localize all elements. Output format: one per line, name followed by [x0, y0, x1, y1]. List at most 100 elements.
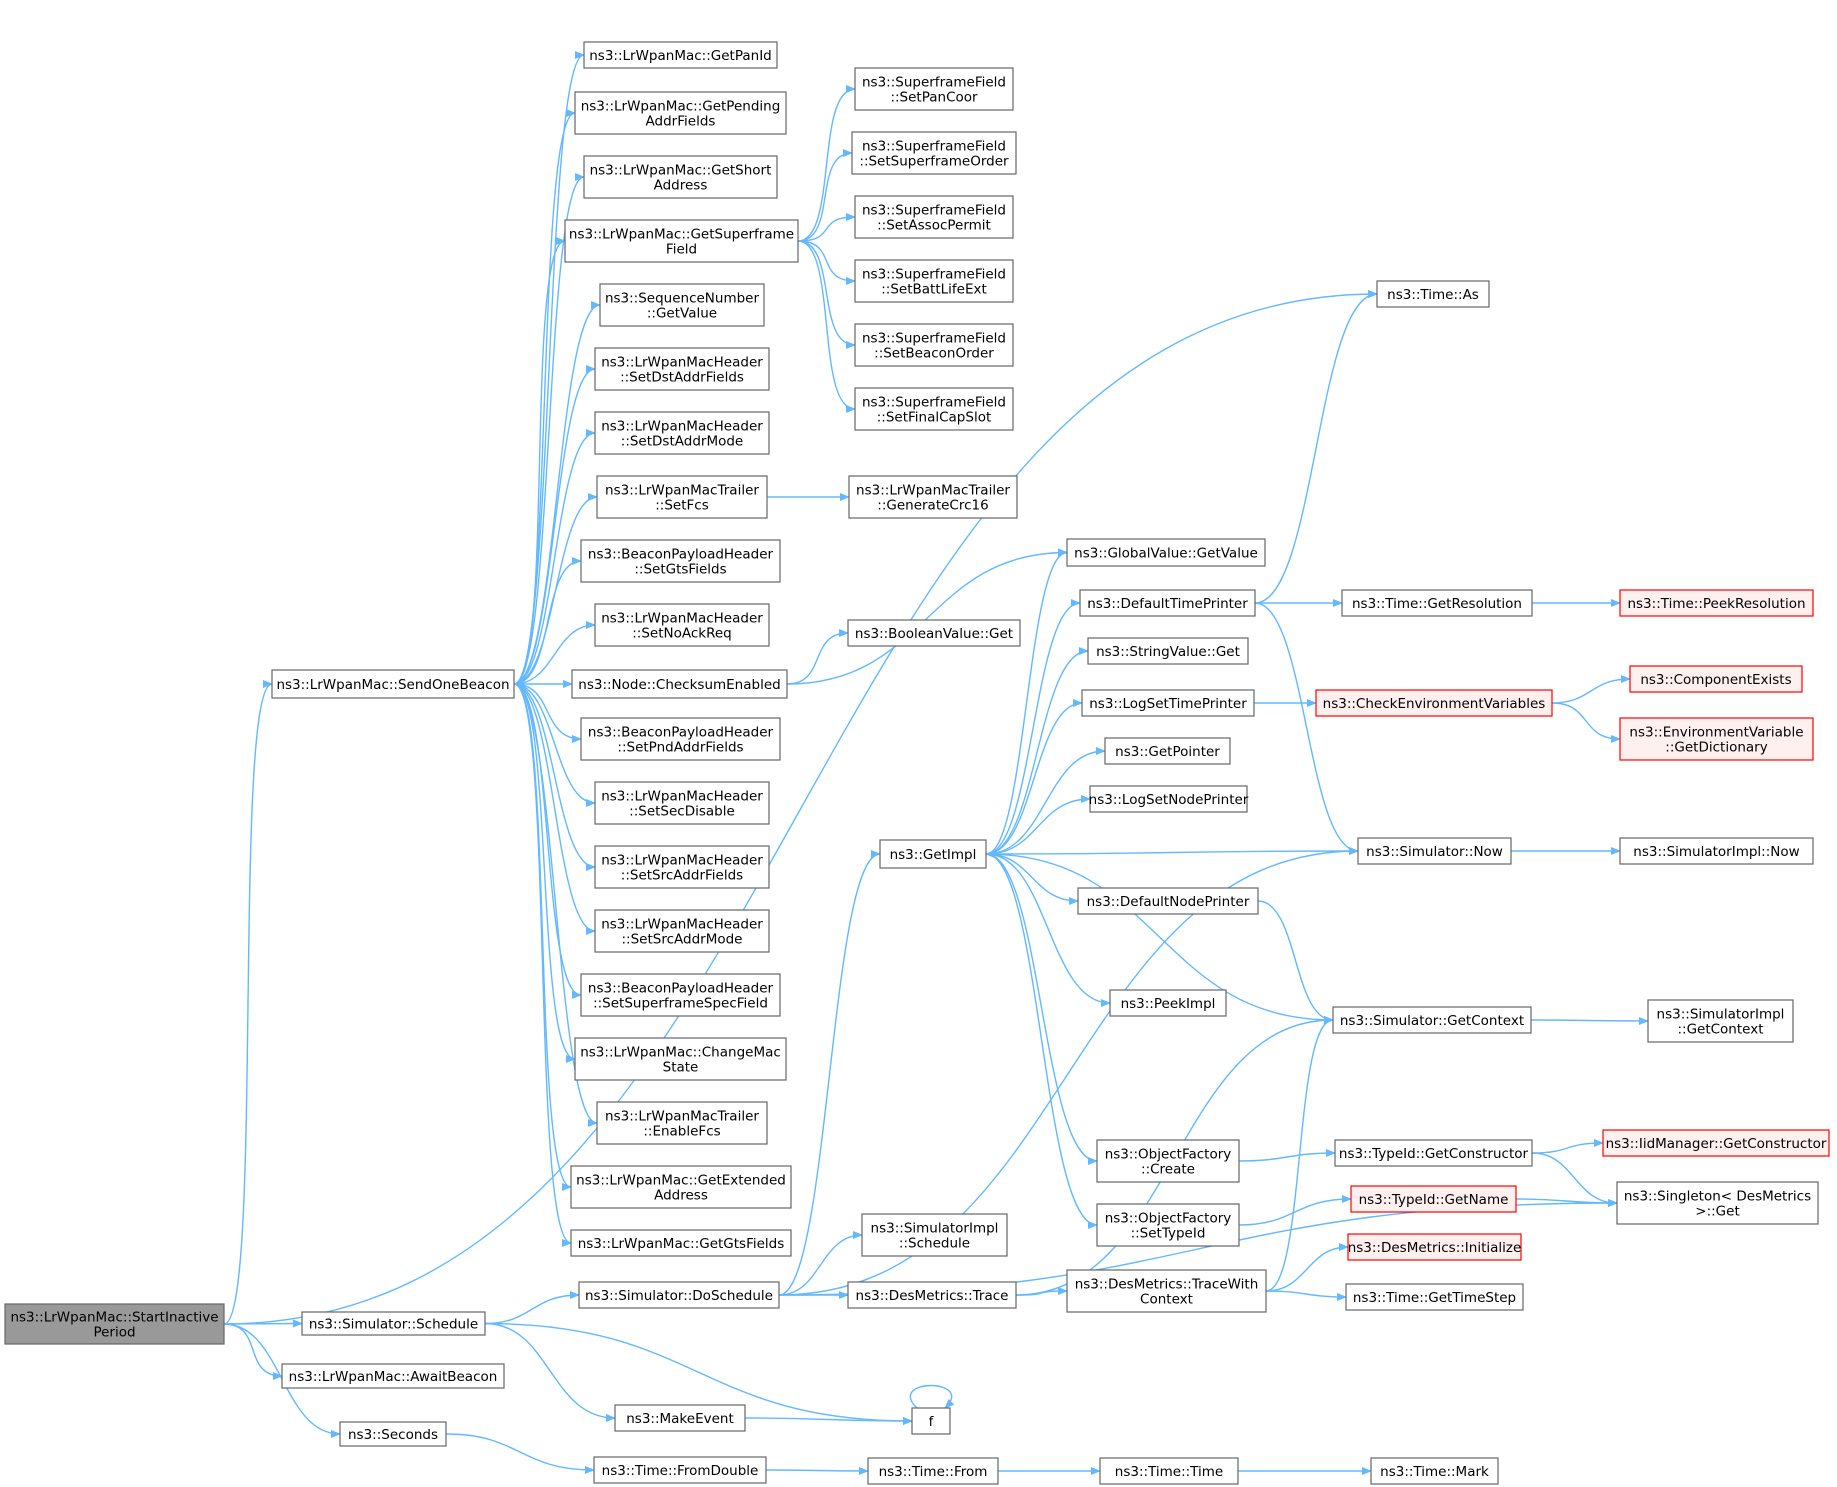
node-gettimestep[interactable]: ns3::Time::GetTimeStep: [1345, 1283, 1524, 1311]
node-sendbeacon[interactable]: ns3::LrWpanMac::SendOneBeacon: [271, 669, 515, 699]
node-simimplnow[interactable]: ns3::SimulatorImpl::Now: [1619, 837, 1814, 865]
node-setnoackreq[interactable]: ns3::LrWpanMacHeader::SetNoAckReq: [594, 603, 770, 647]
node-singletonget[interactable]: ns3::Singleton< DesMetrics>::Get: [1616, 1181, 1819, 1225]
node-setsuperframespec[interactable]: ns3::BeaconPayloadHeader::SetSuperframeS…: [580, 973, 781, 1017]
node-setbattlifeext[interactable]: ns3::SuperframeField::SetBattLifeExt: [854, 259, 1014, 303]
node-getpointer[interactable]: ns3::GetPointer: [1104, 737, 1231, 765]
node-simgetcontext[interactable]: ns3::Simulator::GetContext: [1332, 1006, 1532, 1034]
node-label: ns3::LrWpanMacHeader: [601, 355, 763, 371]
node-checksumenabled[interactable]: ns3::Node::ChecksumEnabled: [571, 669, 788, 699]
node-label: ::SetAssocPermit: [877, 218, 991, 234]
node-seconds[interactable]: ns3::Seconds: [339, 1421, 447, 1447]
node-getimpl[interactable]: ns3::GetImpl: [879, 839, 987, 869]
node-label: ::SetDstAddrFields: [620, 370, 744, 386]
node-sim_schedule[interactable]: ns3::Simulator::Schedule: [301, 1311, 486, 1336]
node-defaultnodeprinter[interactable]: ns3::DefaultNodePrinter: [1077, 887, 1259, 915]
node-checkenv[interactable]: ns3::CheckEnvironmentVariables: [1315, 689, 1553, 717]
node-objfactorysettypeid[interactable]: ns3::ObjectFactory::SetTypeId: [1096, 1203, 1240, 1247]
node-setdstaddrfields[interactable]: ns3::LrWpanMacHeader::SetDstAddrFields: [594, 347, 770, 391]
node-setgtsfields[interactable]: ns3::BeaconPayloadHeader::SetGtsFields: [580, 539, 781, 583]
edge-sendbeacon-to-setsuperframespec: [513, 683, 582, 999]
node-fromdouble[interactable]: ns3::Time::FromDouble: [593, 1456, 767, 1484]
node-simimplschedule[interactable]: ns3::SimulatorImpl::Schedule: [861, 1213, 1008, 1257]
node-label: ns3::DesMetrics::Initialize: [1348, 1240, 1522, 1256]
node-defaulttimeprinter[interactable]: ns3::DefaultTimePrinter: [1079, 589, 1256, 617]
node-setsuperframeorder[interactable]: ns3::SuperframeField::SetSuperframeOrder: [851, 131, 1017, 175]
node-envgetdict[interactable]: ns3::EnvironmentVariable::GetDictionary: [1619, 717, 1814, 761]
node-label: ns3::Time::From: [879, 1464, 988, 1480]
node-getpanid[interactable]: ns3::LrWpanMac::GetPanId: [583, 41, 778, 69]
node-iidmanager[interactable]: ns3::IidManager::GetConstructor: [1602, 1129, 1830, 1157]
node-objfactorycreate[interactable]: ns3::ObjectFactory::Create: [1096, 1139, 1240, 1183]
node-label: ::SetTypeId: [1131, 1226, 1206, 1242]
node-label: ns3::LrWpanMac::GetSuperframe: [569, 227, 794, 243]
node-setsecdisable[interactable]: ns3::LrWpanMacHeader::SetSecDisable: [594, 781, 770, 825]
node-logsettimeprinter[interactable]: ns3::LogSetTimePrinter: [1081, 689, 1255, 717]
node-label: ::SetSecDisable: [629, 804, 735, 820]
node-label: ns3::Node::ChecksumEnabled: [578, 677, 780, 693]
edge-start-to-awaitbeacon: [223, 1323, 283, 1380]
edge-sendbeacon-to-setgtsfields: [513, 557, 582, 685]
node-setassocpermit[interactable]: ns3::SuperframeField::SetAssocPermit: [854, 195, 1014, 239]
node-desmetricstrace[interactable]: ns3::DesMetrics::Trace: [847, 1281, 1017, 1309]
node-box: [596, 1101, 768, 1145]
node-componentexists[interactable]: ns3::ComponentExists: [1629, 665, 1803, 693]
node-label: ns3::TypeId::GetConstructor: [1339, 1146, 1529, 1162]
node-setbeaconorder[interactable]: ns3::SuperframeField::SetBeaconOrder: [854, 323, 1014, 367]
node-timemark[interactable]: ns3::Time::Mark: [1370, 1457, 1499, 1485]
node-simnow[interactable]: ns3::Simulator::Now: [1357, 837, 1512, 865]
node-label: ns3::MakeEvent: [626, 1411, 734, 1427]
node-seqgetvalue[interactable]: ns3::SequenceNumber::GetValue: [599, 283, 765, 327]
node-booleanget[interactable]: ns3::BooleanValue::Get: [847, 619, 1021, 647]
node-typeidgetconstructor[interactable]: ns3::TypeId::GetConstructor: [1334, 1139, 1533, 1167]
node-setpancoor[interactable]: ns3::SuperframeField::SetPanCoor: [854, 67, 1014, 111]
node-globalgetvalue[interactable]: ns3::GlobalValue::GetValue: [1066, 538, 1266, 567]
edge-start-to-timeas: [223, 290, 1378, 1325]
node-getgtsfields[interactable]: ns3::LrWpanMac::GetGtsFields: [570, 1229, 792, 1257]
node-typeidgetname[interactable]: ns3::TypeId::GetName: [1350, 1185, 1517, 1213]
node-peekimpl[interactable]: ns3::PeekImpl: [1109, 989, 1227, 1017]
node-stringget[interactable]: ns3::StringValue::Get: [1087, 637, 1249, 665]
node-setsrcaddrfields[interactable]: ns3::LrWpanMacHeader::SetSrcAddrFields: [594, 845, 770, 889]
node-label: ns3::LrWpanMacHeader: [601, 789, 763, 805]
node-setsrcaddrmode[interactable]: ns3::LrWpanMacHeader::SetSrcAddrMode: [594, 909, 770, 953]
node-f[interactable]: f: [911, 1407, 951, 1435]
edge-doschedule-to-simimplschedule: [778, 1231, 863, 1296]
edge-seconds-to-fromdouble: [445, 1433, 595, 1474]
node-setfcs[interactable]: ns3::LrWpanMacTrailer::SetFcs: [596, 475, 768, 519]
node-simimplgetcontext[interactable]: ns3::SimulatorImpl::GetContext: [1647, 999, 1794, 1043]
edge-sendbeacon-to-getsuperframe: [513, 237, 566, 685]
node-awaitbeacon[interactable]: ns3::LrWpanMac::AwaitBeacon: [281, 1363, 505, 1389]
node-timetime[interactable]: ns3::Time::Time: [1099, 1457, 1239, 1485]
node-label: Field: [666, 242, 697, 258]
node-doschedule[interactable]: ns3::Simulator::DoSchedule: [578, 1281, 780, 1309]
node-box: [1345, 1283, 1524, 1311]
edge-getimpl-to-logsetnodeprinter: [985, 795, 1091, 855]
node-logsetnodeprinter[interactable]: ns3::LogSetNodePrinter: [1089, 785, 1249, 813]
node-enablefcs[interactable]: ns3::LrWpanMacTrailer::EnableFcs: [596, 1101, 768, 1145]
node-setdstaddrmode[interactable]: ns3::LrWpanMacHeader::SetDstAddrMode: [594, 411, 770, 455]
node-timeas[interactable]: ns3::Time::As: [1376, 280, 1490, 308]
node-generatecrc16[interactable]: ns3::LrWpanMacTrailer::GenerateCrc16: [848, 475, 1018, 519]
node-box: [861, 1213, 1008, 1257]
node-peekresolution[interactable]: ns3::Time::PeekResolution: [1619, 589, 1814, 617]
node-box: [583, 155, 778, 199]
node-setpndaddrfields[interactable]: ns3::BeaconPayloadHeader::SetPndAddrFiel…: [580, 717, 781, 761]
node-getresolution[interactable]: ns3::Time::GetResolution: [1341, 589, 1533, 617]
node-timefrom[interactable]: ns3::Time::From: [867, 1457, 999, 1485]
node-label: ns3::DefaultNodePrinter: [1087, 894, 1250, 910]
node-makeevent[interactable]: ns3::MakeEvent: [614, 1404, 746, 1432]
node-desinitialize[interactable]: ns3::DesMetrics::Initialize: [1347, 1233, 1522, 1261]
node-label: ::Create: [1141, 1162, 1195, 1178]
node-label: ::SetSuperframeOrder: [859, 154, 1009, 170]
node-box: [854, 323, 1014, 367]
node-setfinalcapslot[interactable]: ns3::SuperframeField::SetFinalCapSlot: [854, 387, 1014, 431]
node-label: ns3::Simulator::GetContext: [1340, 1013, 1524, 1029]
